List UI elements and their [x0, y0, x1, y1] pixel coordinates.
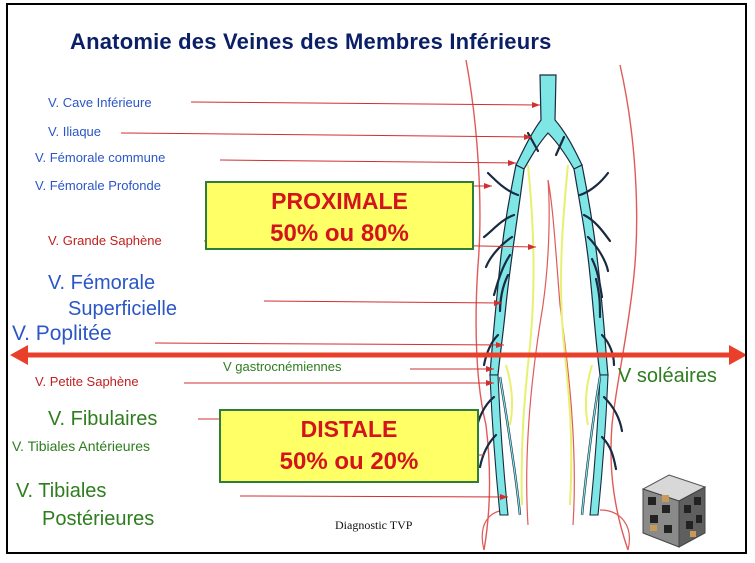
vena-cava-shape [515, 74, 583, 170]
tibial-veins-left [589, 374, 609, 516]
label-soleal: V soléaires [618, 365, 717, 387]
label-small-saphenous: V. Petite Saphène [35, 374, 139, 389]
vein-branches [474, 131, 624, 471]
label-posterior-tibial-2: Postérieures [42, 508, 155, 530]
femoral-vein-right [489, 164, 525, 376]
label-iliac: V. Iliaque [48, 124, 102, 139]
leg-outline-right [465, 59, 491, 551]
slide-title: Anatomie des Veines des Membres Inférieu… [70, 29, 552, 54]
leg-vein-illustration [10, 59, 745, 551]
logo-cube [641, 474, 707, 548]
slide: Anatomie des Veines des Membres Inférieu… [6, 3, 747, 554]
label-superficial-femoral-2: Superficielle [68, 298, 177, 320]
distal-percent: 50% ou 20% [279, 448, 419, 475]
label-common-femoral: V. Fémorale commune [35, 150, 166, 165]
pointer-arrowheads [484, 102, 540, 500]
label-superficial-femoral-1: V. Fémorale [48, 272, 156, 294]
saphenous-veins [505, 164, 593, 506]
foot-outline [481, 509, 630, 551]
tibial-veins-right [489, 374, 509, 516]
label-popliteal: V. Poplitée [12, 322, 112, 345]
distal-title: DISTALE [300, 416, 398, 442]
label-fibular: V. Fibulaires [48, 408, 158, 430]
caption: Diagnostic TVP [335, 518, 413, 532]
proximal-title: PROXIMALE [271, 188, 408, 214]
distal-box: DISTALE 50% ou 20% [219, 409, 479, 483]
proximal-box: PROXIMALE 50% ou 80% [205, 181, 474, 250]
proximal-percent: 50% ou 80% [270, 220, 409, 247]
label-great-saphenous: V. Grande Saphène [48, 233, 162, 248]
leg-outline-left [610, 64, 638, 551]
label-deep-femoral: V. Fémorale Profonde [35, 178, 161, 193]
label-vena-cava: V. Cave Inférieure [48, 95, 152, 110]
femoral-vein-left [573, 164, 609, 376]
leg-outline-inner [526, 179, 575, 526]
label-posterior-tibial-1: V. Tibiales [16, 480, 107, 502]
label-anterior-tibial: V. Tibiales Antérieures [12, 438, 151, 454]
divider-arrow [10, 345, 745, 365]
label-gastrocnemius: V gastrocnémiennes [223, 359, 342, 374]
